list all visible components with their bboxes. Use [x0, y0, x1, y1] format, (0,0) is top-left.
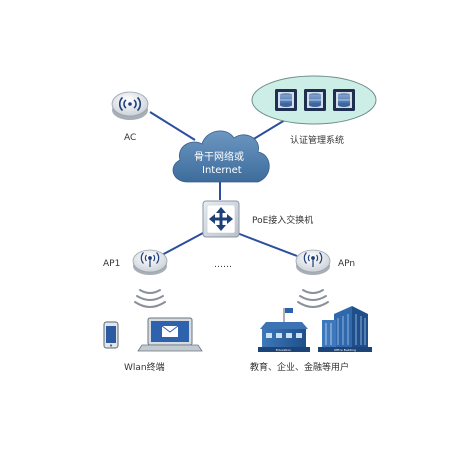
switch-arrows-icon — [209, 207, 233, 231]
signal-waves-icon — [297, 289, 329, 308]
education-sign: Education — [276, 348, 291, 352]
signal-waves-icon — [134, 289, 166, 308]
server-icon — [333, 89, 355, 111]
wlan-label: Wlan终端 — [124, 361, 165, 373]
mail-icon — [161, 325, 179, 337]
antenna-icon — [303, 252, 323, 267]
poe-label: PoE接入交换机 — [252, 214, 313, 226]
office-building-icon: Office Building — [318, 306, 372, 352]
school-building-icon: Education — [258, 308, 310, 352]
users-label: 教育、企业、金融等用户 — [250, 361, 349, 373]
ap1-label: AP1 — [103, 259, 120, 269]
link-cloud-auth — [251, 119, 286, 141]
office-sign: Office Building — [334, 348, 356, 352]
wifi-icon — [118, 96, 142, 112]
ac-device — [111, 91, 149, 120]
link-switch-ap1 — [159, 232, 204, 257]
server-icon — [304, 89, 326, 111]
apn-label: APn — [338, 259, 355, 269]
link-switch-apn — [236, 232, 298, 257]
antenna-icon — [140, 252, 160, 267]
ap-ellipsis: …… — [214, 260, 232, 270]
link-ac-cloud — [149, 111, 196, 141]
cloud-label-line2: Internet — [202, 165, 242, 176]
auth-system — [251, 75, 377, 125]
cloud-label-line1: 骨干网络或 — [194, 150, 244, 163]
poe-switch — [202, 200, 240, 238]
apn-device — [295, 249, 331, 275]
laptop-icon — [137, 317, 203, 352]
auth-label: 认证管理系统 — [290, 134, 344, 146]
cloud-icon — [172, 130, 270, 183]
ac-label: AC — [124, 133, 136, 143]
smartphone-icon — [103, 321, 119, 349]
ap1-device — [132, 249, 168, 275]
server-icon — [275, 89, 297, 111]
